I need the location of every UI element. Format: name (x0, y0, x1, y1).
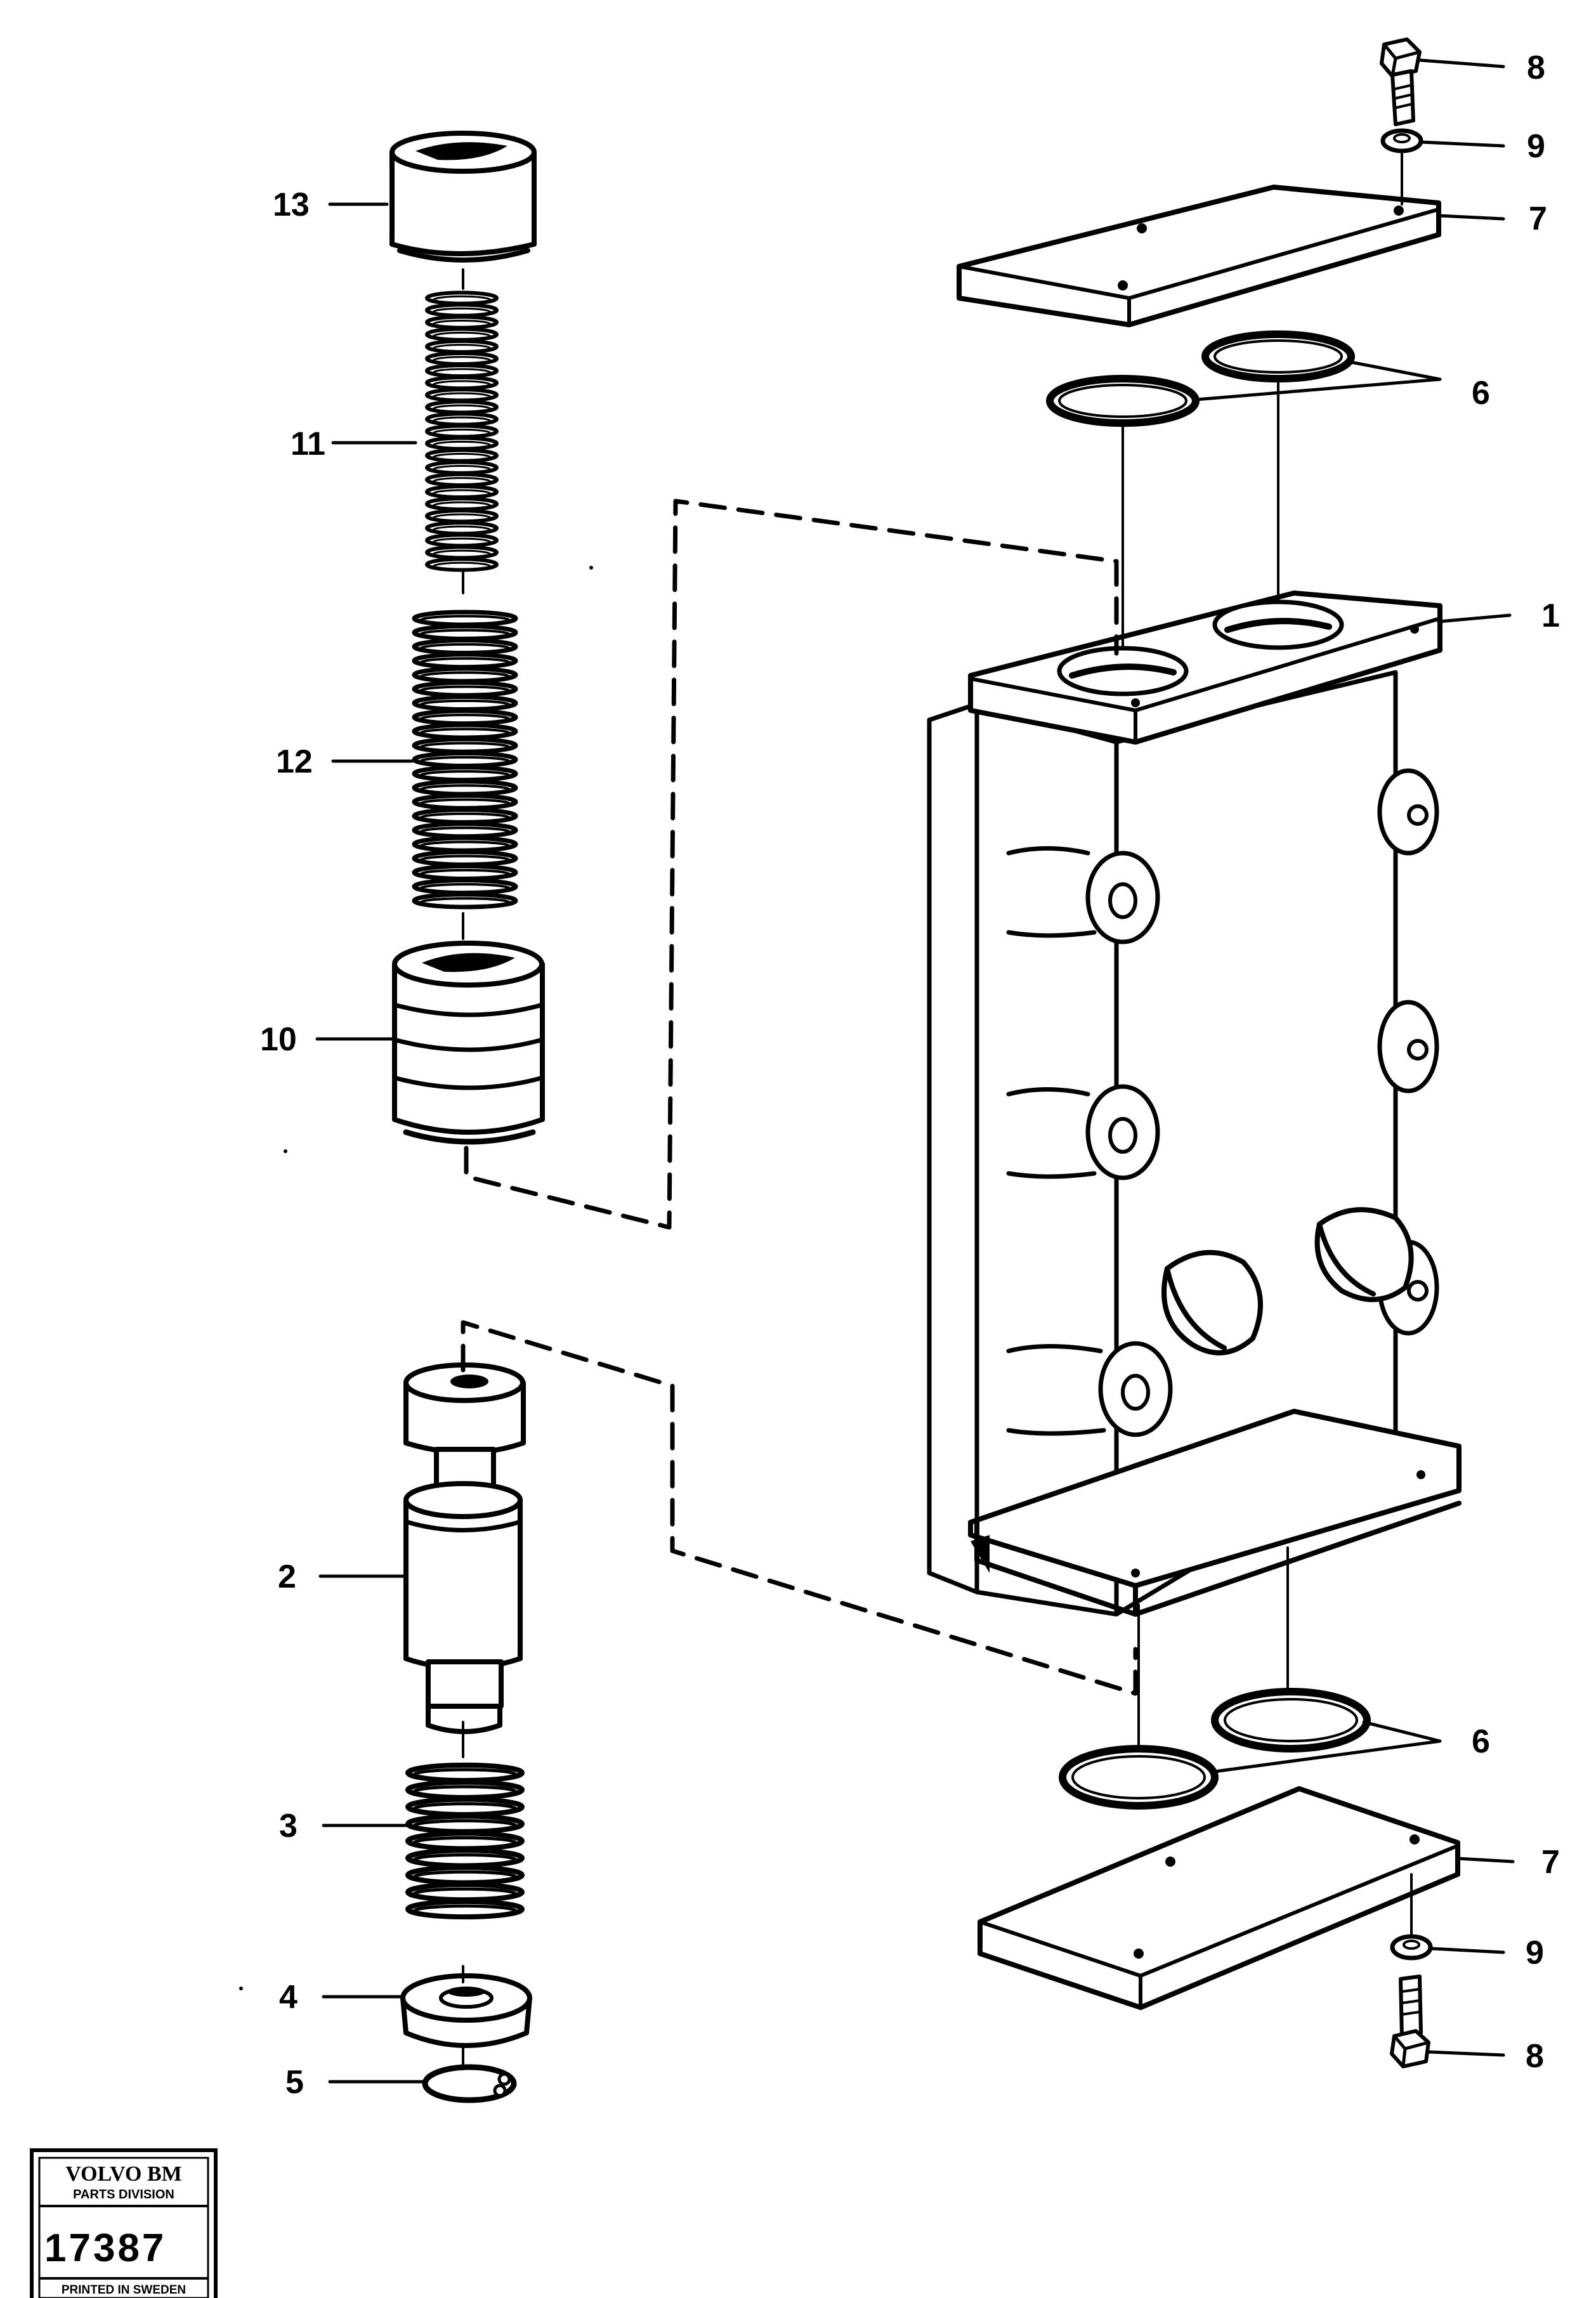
top-cover-plate (957, 185, 1441, 327)
spool-sleeve (392, 941, 545, 1145)
stamp-printed: PRINTED IN SWEDEN (62, 2283, 186, 2297)
callout-8-bottom: 8 (1526, 2038, 1544, 2075)
o-rings-top (1046, 330, 1355, 427)
callout-2: 2 (278, 1558, 296, 1595)
callout-7-top: 7 (1529, 200, 1547, 237)
callout-8-top: 8 (1527, 49, 1545, 86)
callout-6-bottom: 6 (1472, 1723, 1490, 1760)
callout-6-top: 6 (1472, 375, 1490, 412)
callout-4: 4 (279, 1979, 298, 2016)
leader-lines (315, 58, 1515, 2084)
o-rings-bottom (1059, 1688, 1371, 1810)
outer-spring (412, 610, 518, 910)
callout-12: 12 (276, 743, 313, 780)
callout-1: 1 (1541, 597, 1560, 634)
callout-11: 11 (291, 426, 325, 462)
assembly-lines (461, 151, 1413, 2070)
callout-13: 13 (273, 186, 310, 223)
callout-3: 3 (279, 1808, 298, 1844)
valve-spool (403, 1362, 526, 1734)
speck (589, 566, 593, 570)
speck (239, 1987, 243, 1990)
callout-labels: 13 11 12 10 2 3 4 5 8 9 7 6 1 6 7 9 8 (260, 49, 1560, 2101)
stamp-number: 17387 (44, 2226, 166, 2270)
bottom-cover-plate (978, 1786, 1460, 2010)
inner-spring (425, 291, 499, 572)
spring-cap (389, 131, 537, 263)
volvo-parts-stamp: VOLVO BM PARTS DIVISION 17387 PRINTED IN… (30, 2148, 218, 2298)
bottom-washer (1390, 1934, 1433, 1961)
circlip (422, 2064, 517, 2103)
valve-housing (927, 591, 1462, 1617)
callout-5: 5 (285, 2064, 304, 2101)
bottom-screw (1390, 1975, 1430, 2068)
spring-seat (400, 1973, 532, 2048)
callout-10: 10 (260, 1021, 297, 1058)
callout-7-bottom: 7 (1541, 1844, 1560, 1881)
callout-9-top: 9 (1527, 128, 1545, 165)
return-spring (405, 1762, 525, 1920)
speck (284, 1149, 287, 1153)
top-washer (1380, 128, 1423, 153)
callout-9-bottom: 9 (1526, 1935, 1544, 1971)
stamp-division: PARTS DIVISION (73, 2188, 174, 2202)
top-screw (1380, 37, 1422, 126)
stamp-brand: VOLVO BM (65, 2162, 181, 2186)
